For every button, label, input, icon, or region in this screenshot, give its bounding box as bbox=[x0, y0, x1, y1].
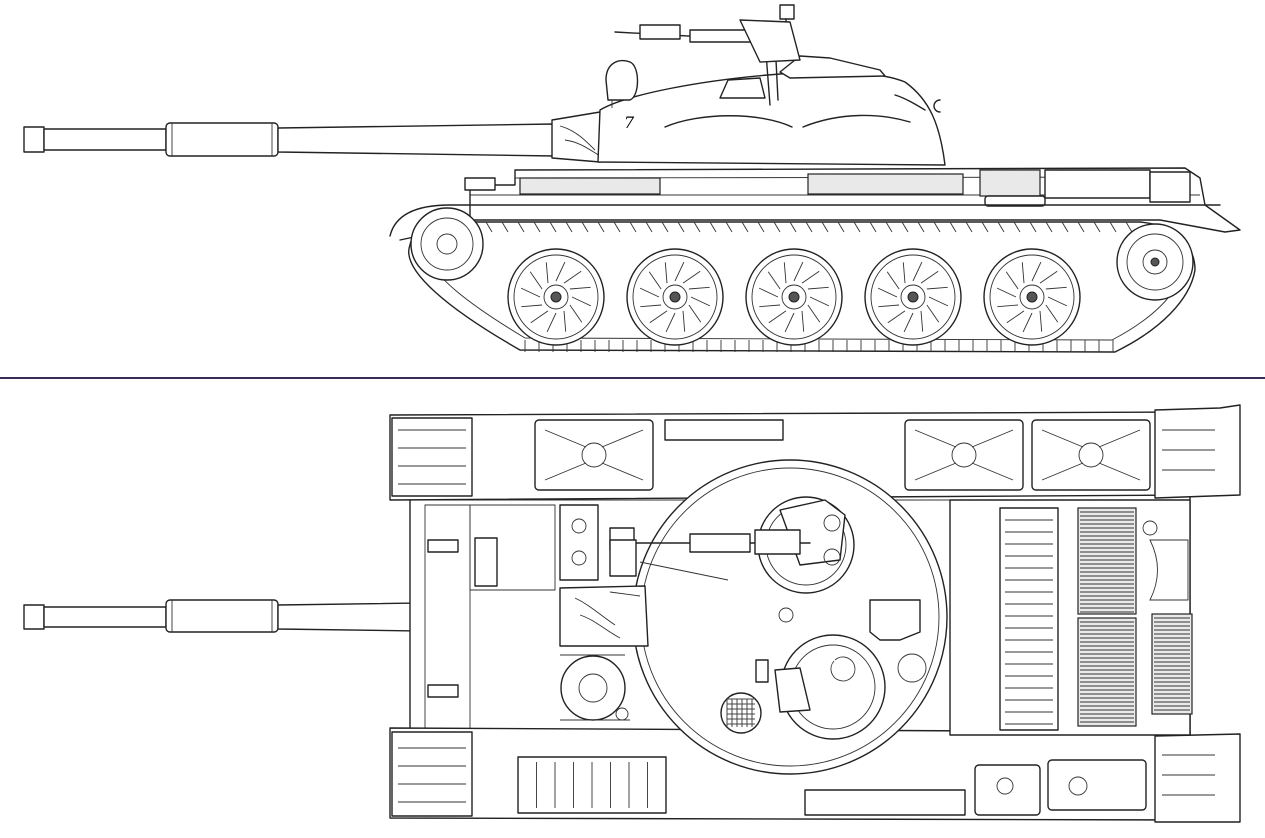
road-wheels bbox=[507, 248, 1081, 346]
fuel-tank bbox=[904, 419, 1024, 491]
top-gun-mantlet bbox=[559, 585, 649, 647]
fuel-tank bbox=[534, 419, 654, 491]
road-wheel bbox=[626, 248, 724, 346]
road-wheel bbox=[864, 248, 962, 346]
top-turret bbox=[559, 459, 948, 775]
top-view bbox=[23, 404, 1241, 823]
engine-deck bbox=[949, 499, 1193, 736]
road-wheel bbox=[983, 248, 1081, 346]
idler-wheel bbox=[410, 207, 484, 281]
top-aa-machine-gun bbox=[609, 527, 811, 581]
aa-machine-gun bbox=[614, 4, 801, 106]
side-view: 7 bbox=[23, 4, 1241, 353]
stowage-box bbox=[517, 756, 667, 814]
turret-number: 7 bbox=[624, 113, 635, 132]
side-cupola bbox=[719, 77, 766, 99]
drive-sprocket bbox=[1116, 223, 1194, 301]
engine-grille bbox=[1077, 507, 1137, 615]
ventilator-icon bbox=[720, 692, 762, 734]
engine-grille bbox=[1151, 613, 1193, 715]
loader-hatch bbox=[774, 634, 886, 740]
side-gun-barrel bbox=[23, 122, 556, 157]
fuel-tank bbox=[1031, 419, 1151, 491]
fender-fuel-tanks bbox=[534, 419, 1151, 491]
road-wheel bbox=[745, 248, 843, 346]
road-wheel bbox=[507, 248, 605, 346]
engine-grille bbox=[1077, 617, 1137, 727]
searchlight-icon bbox=[605, 59, 639, 108]
